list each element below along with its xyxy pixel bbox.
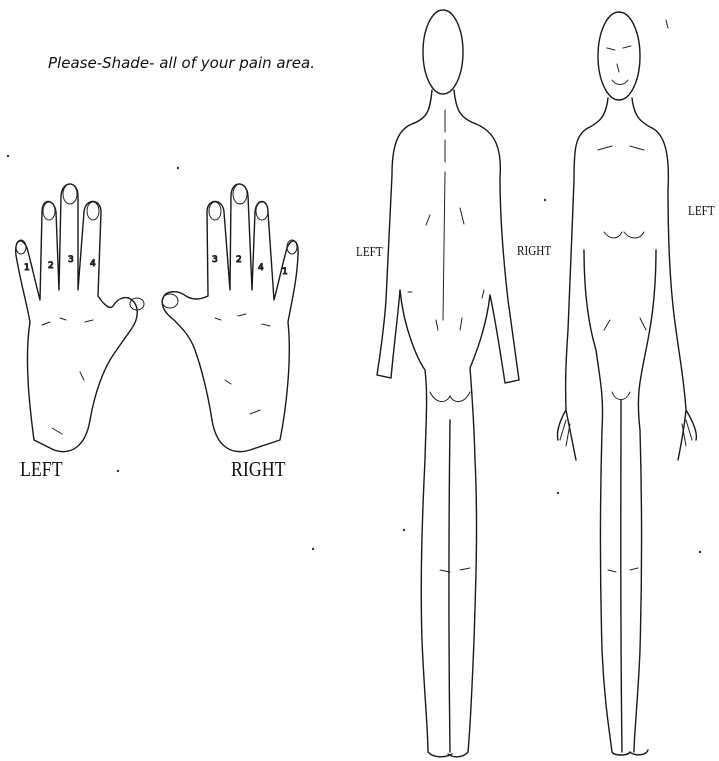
back-body-figure[interactable] xyxy=(377,10,519,757)
left-hand-finger-mark-3: 3 xyxy=(68,255,74,265)
back-left-label: LEFT xyxy=(356,246,383,260)
left-hand-finger-mark-1: 1 xyxy=(24,263,30,273)
right-hand-finger-mark-4: 4 xyxy=(258,263,264,273)
right-hand[interactable]: 3 2 4 1 xyxy=(162,184,298,452)
right-hand-finger-mark-2: 2 xyxy=(236,255,242,265)
left-hand-finger-mark-2: 2 xyxy=(48,261,54,271)
front-body-figure[interactable] xyxy=(557,12,696,755)
right-hand-finger-mark-3: 3 xyxy=(212,255,218,265)
left-hand[interactable]: 1 2 3 4 xyxy=(16,184,144,452)
left-hand-finger-mark-4: 4 xyxy=(90,259,96,269)
right-hand-label: RIGHT xyxy=(231,459,286,480)
right-hand-finger-mark-1: 1 xyxy=(282,267,288,277)
left-hand-label: LEFT xyxy=(20,459,63,480)
back-right-label: RIGHT xyxy=(517,245,551,259)
front-left-label: LEFT xyxy=(688,205,715,219)
